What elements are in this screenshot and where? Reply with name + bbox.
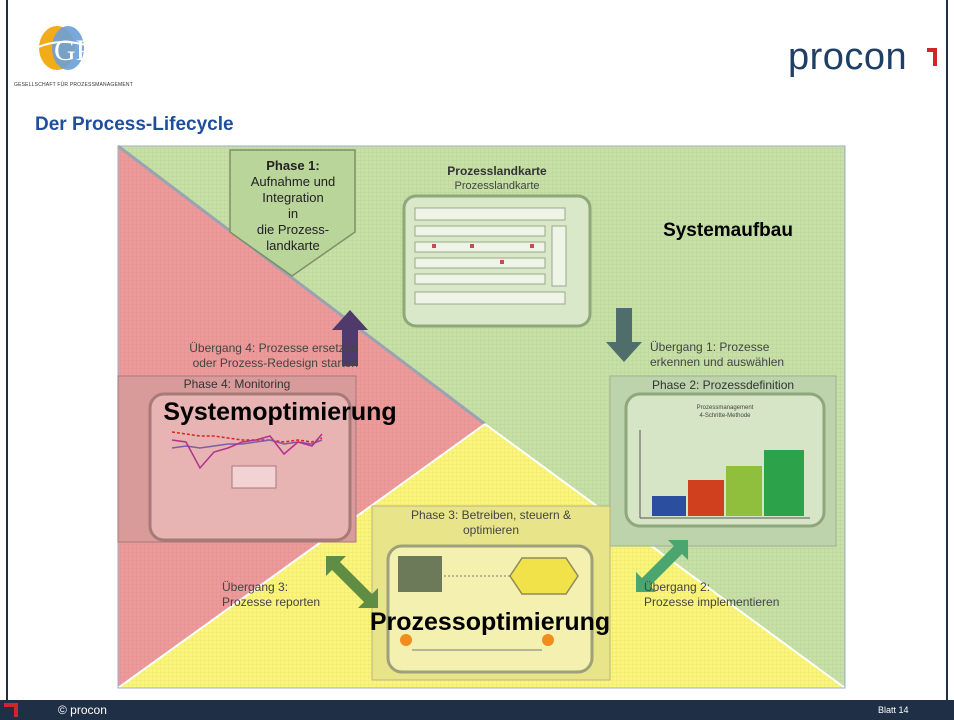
uebergang2-arrow xyxy=(636,540,688,592)
uebergang1-line: Übergang 1: Prozesse xyxy=(650,340,770,354)
uebergang4-arrow xyxy=(332,310,368,366)
phase2-label: Phase 2: Prozessdefinition xyxy=(651,378,795,392)
phase3-process-chart xyxy=(398,556,579,651)
prozesslandkarte-label: Prozesslandkarte xyxy=(447,164,547,178)
uebergang2-line: Übergang 2: xyxy=(644,580,711,594)
systemaufbau-label: Systemaufbau xyxy=(663,220,793,241)
uebergang4-line: Übergang 4: Prozesse ersetzen xyxy=(189,341,358,355)
uebergang3-line: Übergang 3: xyxy=(222,580,289,594)
phase2-inner-line: 4-Schritte-Methode xyxy=(699,413,751,419)
phase3-line: Phase 3: Betreiben, steuern & xyxy=(410,508,572,522)
prozesslandkarte-sublabel: Prozesslandkarte xyxy=(454,180,540,192)
uebergang3-arrow xyxy=(326,556,378,608)
phase3-label: Phase 3: Betreiben, steuern & optimieren xyxy=(372,508,610,538)
systemoptimierung-label: Systemoptimierung xyxy=(163,398,397,426)
slide-title: Der Process-Lifecycle xyxy=(35,114,234,135)
footer-bar xyxy=(0,700,954,720)
page-number: Blatt 14 xyxy=(878,705,909,715)
phase1-line: in xyxy=(287,206,299,221)
phase1-line: Phase 1: xyxy=(266,158,320,173)
phase1-line: landkarte xyxy=(266,238,320,253)
uebergang2-line: Prozesse implementieren xyxy=(644,595,780,609)
copyright-text: © procon xyxy=(58,703,107,717)
uebergang4-label: Übergang 4: Prozesse ersetzen oder Proze… xyxy=(128,341,358,371)
procon-logo: procon xyxy=(788,36,908,78)
svg-text:GP: GP xyxy=(54,34,92,67)
uebergang3-label: Übergang 3: Prozesse reporten xyxy=(222,580,342,610)
uebergang1-label: Übergang 1: Prozesse erkennen und auswäh… xyxy=(650,340,840,370)
gp-logo-text: GESELLSCHAFT FÜR PROZESSMANAGEMENT xyxy=(14,82,133,88)
uebergang4-line: oder Prozess-Redesign starten xyxy=(192,356,358,370)
uebergang2-label: Übergang 2: Prozesse implementieren xyxy=(644,580,814,610)
phase1-line: Integration xyxy=(262,190,324,205)
phase1-shape xyxy=(229,149,356,277)
phase2-inner-line: Prozessmanagement xyxy=(696,405,754,411)
prozessoptimierung-label: Prozessoptimierung xyxy=(369,608,611,636)
phase2-steps-chart xyxy=(639,430,810,519)
uebergang3-line: Prozesse reporten xyxy=(222,595,321,609)
uebergang1-line: erkennen und auswählen xyxy=(650,355,785,369)
phase4-label: Phase 4: Monitoring xyxy=(183,377,291,391)
gp-logo-icon: GP xyxy=(31,26,101,70)
phase1-line: die Prozess- xyxy=(256,222,330,237)
phase3-line: optimieren xyxy=(462,523,520,537)
phase1-line: Aufnahme und xyxy=(250,174,336,189)
slide-frame xyxy=(6,0,948,720)
phase1-label: Phase 1: Aufnahme und Integration in die… xyxy=(236,158,350,254)
phase2-inner-label: Prozessmanagement 4-Schritte-Methode xyxy=(626,404,824,420)
procon-footer-icon xyxy=(4,703,18,717)
uebergang1-arrow xyxy=(606,308,642,362)
procon-mark-icon xyxy=(927,48,937,66)
phase4-monitoring-chart xyxy=(171,431,323,489)
